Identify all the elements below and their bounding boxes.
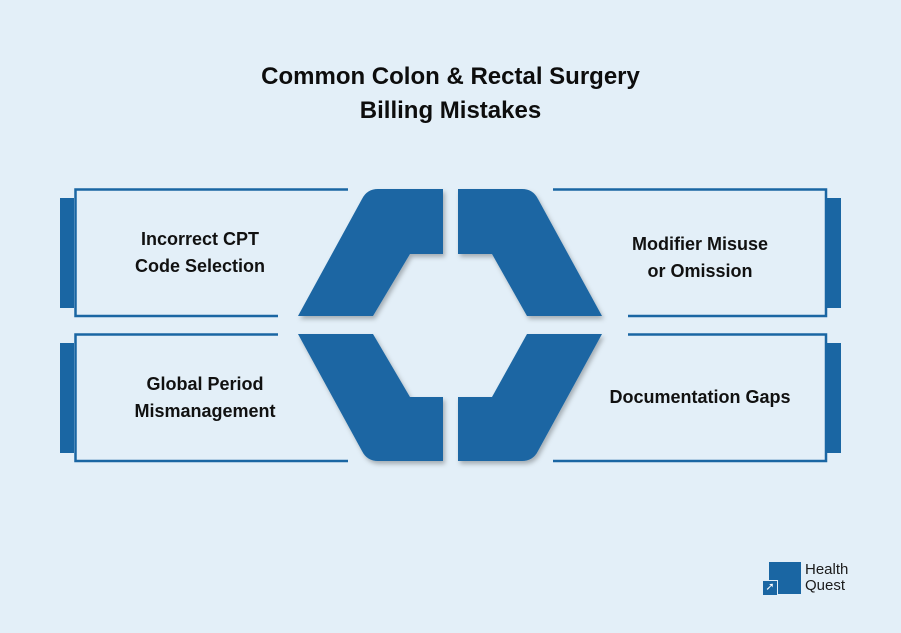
tab-top-right	[827, 198, 841, 308]
hex-piece-top-left	[298, 189, 443, 316]
box-outline-top-left	[74, 188, 348, 318]
box-outline-bottom-left	[74, 333, 348, 463]
page-title: Common Colon & Rectal Surgery Billing Mi…	[0, 60, 901, 128]
tab-top-left	[60, 198, 74, 308]
box-outline-top-right	[553, 188, 828, 318]
hex-piece-bottom-right	[458, 334, 602, 461]
item-bottom-right-line-1: Documentation Gaps	[609, 386, 791, 407]
item-top-right: Modifier Misuse or Omission	[590, 227, 810, 289]
box-outline-bottom-right	[553, 333, 828, 463]
title-line-1: Common Colon & Rectal Surgery	[261, 63, 640, 90]
item-top-right-line-2: or Omission	[647, 261, 753, 281]
item-top-right-line-1: Modifier Misuse	[631, 234, 769, 254]
logo-line-1: Health	[805, 561, 849, 578]
item-bottom-left: Global Period Mismanagement	[95, 367, 315, 429]
item-bottom-left-line-2: Mismanagement	[134, 401, 276, 421]
arrow-up-right-icon: ➚	[762, 580, 778, 596]
logo-line-2: Quest	[805, 577, 846, 594]
item-top-left-line-1: Incorrect CPT	[140, 229, 260, 249]
health-quest-logo: ➚ Health Quest	[762, 561, 872, 601]
tab-bottom-right	[827, 343, 841, 453]
item-bottom-right: Documentation Gaps	[585, 382, 815, 412]
tab-bottom-left	[60, 343, 74, 453]
logo-text: Health Quest	[805, 562, 848, 594]
item-top-left-line-2: Code Selection	[134, 256, 266, 276]
item-bottom-left-line-1: Global Period	[146, 374, 264, 394]
item-top-left: Incorrect CPT Code Selection	[90, 222, 310, 284]
hex-piece-top-right	[458, 189, 602, 316]
hex-piece-bottom-left	[298, 334, 443, 461]
title-line-2: Billing Mistakes	[359, 97, 542, 124]
